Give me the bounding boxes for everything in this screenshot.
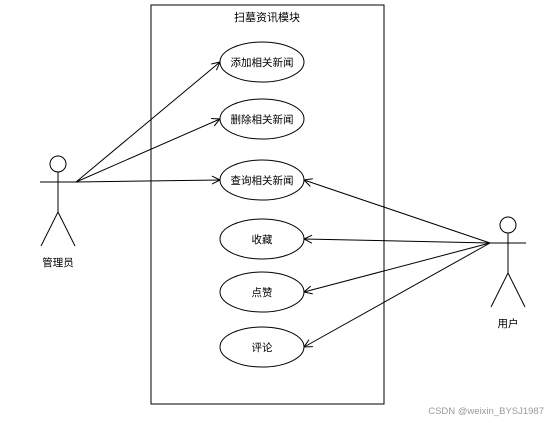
actor-admin <box>40 155 76 247</box>
association-lines <box>75 62 491 347</box>
system-title: 扫墓资讯模块 <box>234 11 300 24</box>
use-case-favorite: 收藏 <box>219 218 305 260</box>
association-admin-query-news <box>75 180 220 182</box>
use-case-comment: 评论 <box>219 326 305 368</box>
association-user-like <box>304 242 491 292</box>
association-admin-add-news <box>75 62 220 183</box>
use-case-label: 评论 <box>252 341 273 354</box>
use-case-like: 点赞 <box>219 271 305 313</box>
watermark: CSDN @weixin_BYSJ1987 <box>428 406 544 417</box>
association-user-favorite <box>304 239 491 243</box>
association-user-query-news <box>304 180 491 244</box>
actor-head-icon <box>49 155 67 173</box>
association-user-comment <box>304 242 491 347</box>
use-case-label: 点赞 <box>252 286 273 299</box>
actor-user <box>490 216 526 308</box>
actor-head-icon <box>499 216 517 234</box>
actor-user-label: 用户 <box>498 317 519 330</box>
actor-admin-label: 管理员 <box>42 256 74 269</box>
use-case-label: 删除相关新闻 <box>231 113 294 126</box>
use-case-add-news: 添加相关新闻 <box>219 41 305 83</box>
use-case-label: 查询相关新闻 <box>231 174 294 187</box>
association-admin-delete-news <box>75 119 220 183</box>
use-case-label: 添加相关新闻 <box>231 56 294 69</box>
use-case-label: 收藏 <box>252 233 273 246</box>
use-case-query-news: 查询相关新闻 <box>219 159 305 201</box>
system-boundary <box>150 4 385 405</box>
use-case-delete-news: 删除相关新闻 <box>219 98 305 140</box>
